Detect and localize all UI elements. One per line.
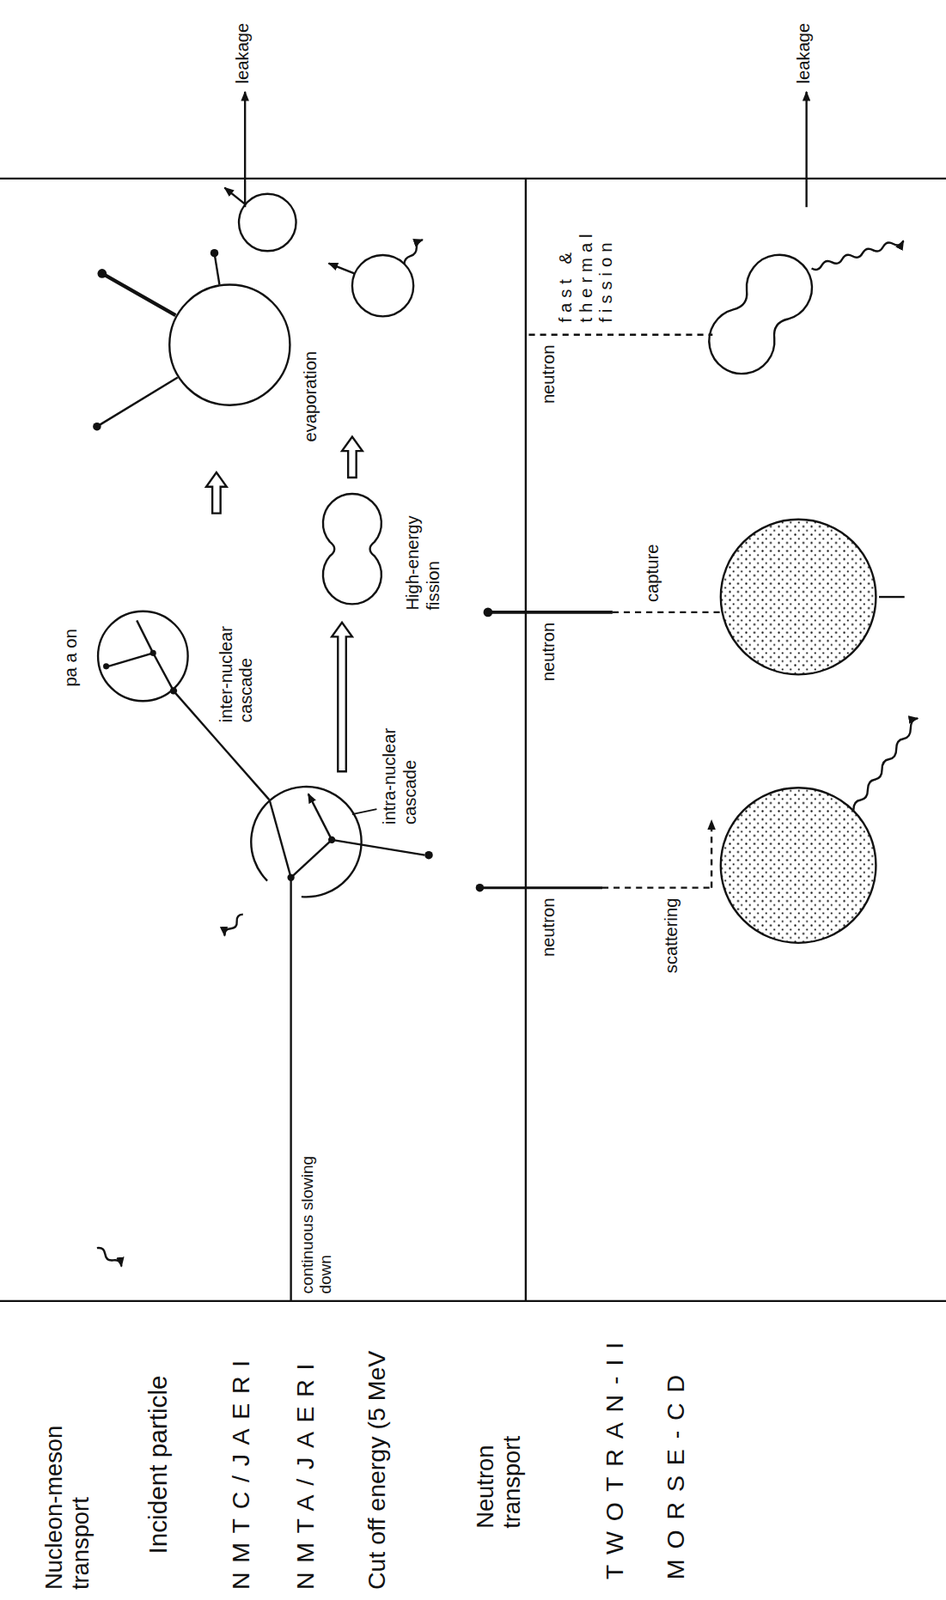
note-label: leakage [232,23,253,85]
note-label: NMTA/JAERI [291,1354,320,1591]
note-label: Cut off energy (5 MeV [362,1351,391,1591]
nucleus-circle: intra-nuclear cascade [250,786,363,899]
cascade-track [291,840,333,879]
gamma-ray [224,915,243,937]
collision-dot [328,836,336,844]
gamma-ray [811,240,904,270]
fission-fragment [238,194,297,252]
process-label: pa a on [61,628,81,687]
cascade-track [269,799,292,878]
fission-shape: High-energy fission [311,493,393,606]
connector-label: inter-nuclear cascade [216,610,257,724]
evaporated-particle [214,253,220,286]
nucleus-outline [720,519,877,676]
note-label: neutron [538,898,559,1001]
nucleus-outline [169,284,290,405]
node-outline [250,786,363,899]
leakage-arrow [805,91,807,208]
fission-shape: fast & thermal fission [704,248,818,381]
node-outline [168,283,292,407]
nucleus-circle: scattering [720,787,878,945]
neutron-track [488,610,613,615]
evaporated-particle [102,273,177,316]
particle-dot [92,422,102,432]
note-label: NMTC/JAERI [226,1351,256,1591]
process-arrow [206,472,227,514]
fission-outline [695,242,825,387]
gamma-ray [853,718,918,811]
particle-dot [424,851,434,861]
leader-line [352,809,378,815]
scattered-neutron [710,820,713,888]
note-label: Incident particle [142,1375,172,1555]
neutron-track [612,611,721,614]
gamma-ray [97,1248,123,1268]
process-label: intra-nuclear cascade [379,707,420,825]
capture-emission [878,596,905,599]
column-divider [0,1300,946,1303]
neutron-dot [483,608,494,618]
particle-dot [103,663,110,670]
note-label: neutron [538,622,559,726]
node-outline [97,610,190,703]
particle-dot [210,249,220,258]
collision-dot [150,650,157,657]
collision-dot [286,874,294,882]
process-label: evaporation [301,351,322,443]
neutron-dot [476,884,485,893]
note-label: neutron [538,345,559,448]
leakage-arrow [244,91,246,208]
cascade-track [136,620,153,654]
particle-dot [97,268,107,279]
evaporated-particle [97,378,178,428]
cutoff-divider [524,178,527,1302]
process-arrow [331,622,353,772]
cascade-track [308,793,332,840]
nucleus-circle: evaporation [168,283,292,407]
note-label: continuous slowing down [298,1130,336,1294]
note-label: MORSE-CD [661,1365,690,1581]
note-label: TWOTRAN-II [600,1332,629,1581]
nucleus-circle: pa a on [97,610,190,703]
process-label: capture [643,544,664,603]
neutron-track [479,886,603,890]
process-label: scattering [661,898,682,1001]
cascade-track [108,653,153,666]
node-outline [720,787,878,945]
nucleus-outline [720,787,877,944]
process-label: fast & thermal fission [556,200,617,324]
process-arrow [341,437,363,479]
note-label: Nucleon-meson transport [41,1385,96,1591]
nucleus-circle: capture [720,518,878,677]
note-label: leakage [793,23,814,85]
fission-outline [323,494,382,605]
node-outline [704,248,818,381]
note-label: Neutron transport [471,1376,526,1530]
node-outline [720,518,878,677]
fragment-particle [329,263,355,275]
cascade-track [152,653,174,691]
fragment-particle [224,188,245,205]
nucleus-outline [97,611,189,702]
cascade-track [331,840,425,856]
neutron-track [602,886,712,889]
leakage-divider [0,177,946,180]
process-label: High-energy fission [402,467,443,611]
node-outline [311,493,393,606]
nucleus-outline [250,787,361,898]
neutron-track [528,334,713,336]
incident-track [289,878,292,1302]
gamma-ray [404,239,423,265]
